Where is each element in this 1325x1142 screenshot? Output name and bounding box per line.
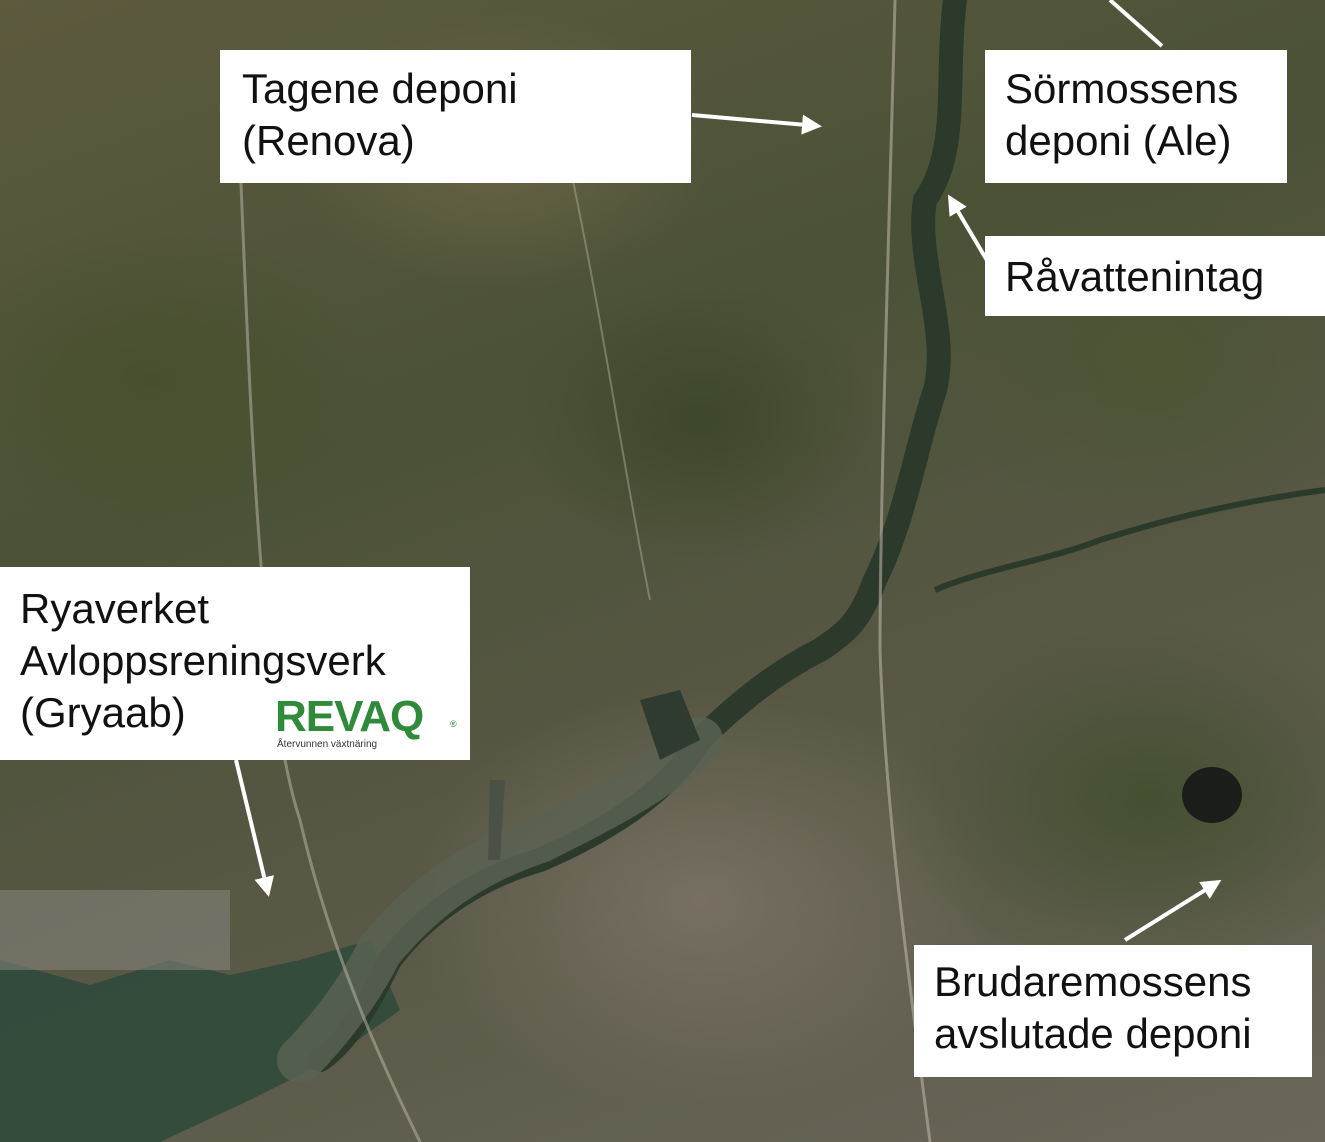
label-brudaremossens-deponi: Brudaremossens avslutade deponi bbox=[914, 945, 1312, 1077]
label-ravatten-line1: Råvattenintag bbox=[1005, 253, 1265, 300]
label-ryaverket-line1: Ryaverket bbox=[20, 585, 210, 632]
label-tagene-line1: Tagene deponi bbox=[242, 65, 518, 112]
harbour-basin bbox=[640, 690, 700, 760]
river-estuary bbox=[277, 717, 723, 1083]
road-north bbox=[559, 119, 651, 601]
road-west bbox=[238, 159, 422, 1142]
label-ryaverket: Ryaverket Avloppsreningsverk (Gryaab) bbox=[0, 567, 470, 760]
road-e6 bbox=[878, 0, 932, 1142]
revaq-logo-registered-mark: ® bbox=[450, 719, 457, 729]
harbour-area bbox=[0, 890, 230, 970]
revaq-logo-word: REVAQ bbox=[275, 692, 424, 741]
label-ravattenintag: Råvattenintag bbox=[985, 236, 1325, 316]
label-tagene-deponi: Tagene deponi (Renova) bbox=[220, 50, 691, 183]
label-sormossens-deponi: Sörmossens deponi (Ale) bbox=[985, 50, 1287, 183]
revaq-logo: REVAQ ® Återvunnen växtnäring bbox=[275, 695, 460, 753]
harbour-pier bbox=[488, 780, 505, 860]
canal bbox=[933, 487, 1325, 593]
label-ryaverket-line2: Avloppsreningsverk bbox=[20, 637, 386, 684]
lake bbox=[1182, 767, 1242, 823]
sea-area bbox=[0, 940, 400, 1142]
label-brudare-line2: avslutade deponi bbox=[934, 1010, 1252, 1057]
label-ryaverket-line3: (Gryaab) bbox=[20, 689, 186, 736]
label-brudare-line1: Brudaremossens bbox=[934, 958, 1252, 1005]
label-sormossen-line2: deponi (Ale) bbox=[1005, 117, 1232, 164]
label-tagene-line2: (Renova) bbox=[242, 117, 415, 164]
label-sormossen-line1: Sörmossens bbox=[1005, 65, 1239, 112]
revaq-logo-tagline: Återvunnen växtnäring bbox=[277, 739, 378, 750]
